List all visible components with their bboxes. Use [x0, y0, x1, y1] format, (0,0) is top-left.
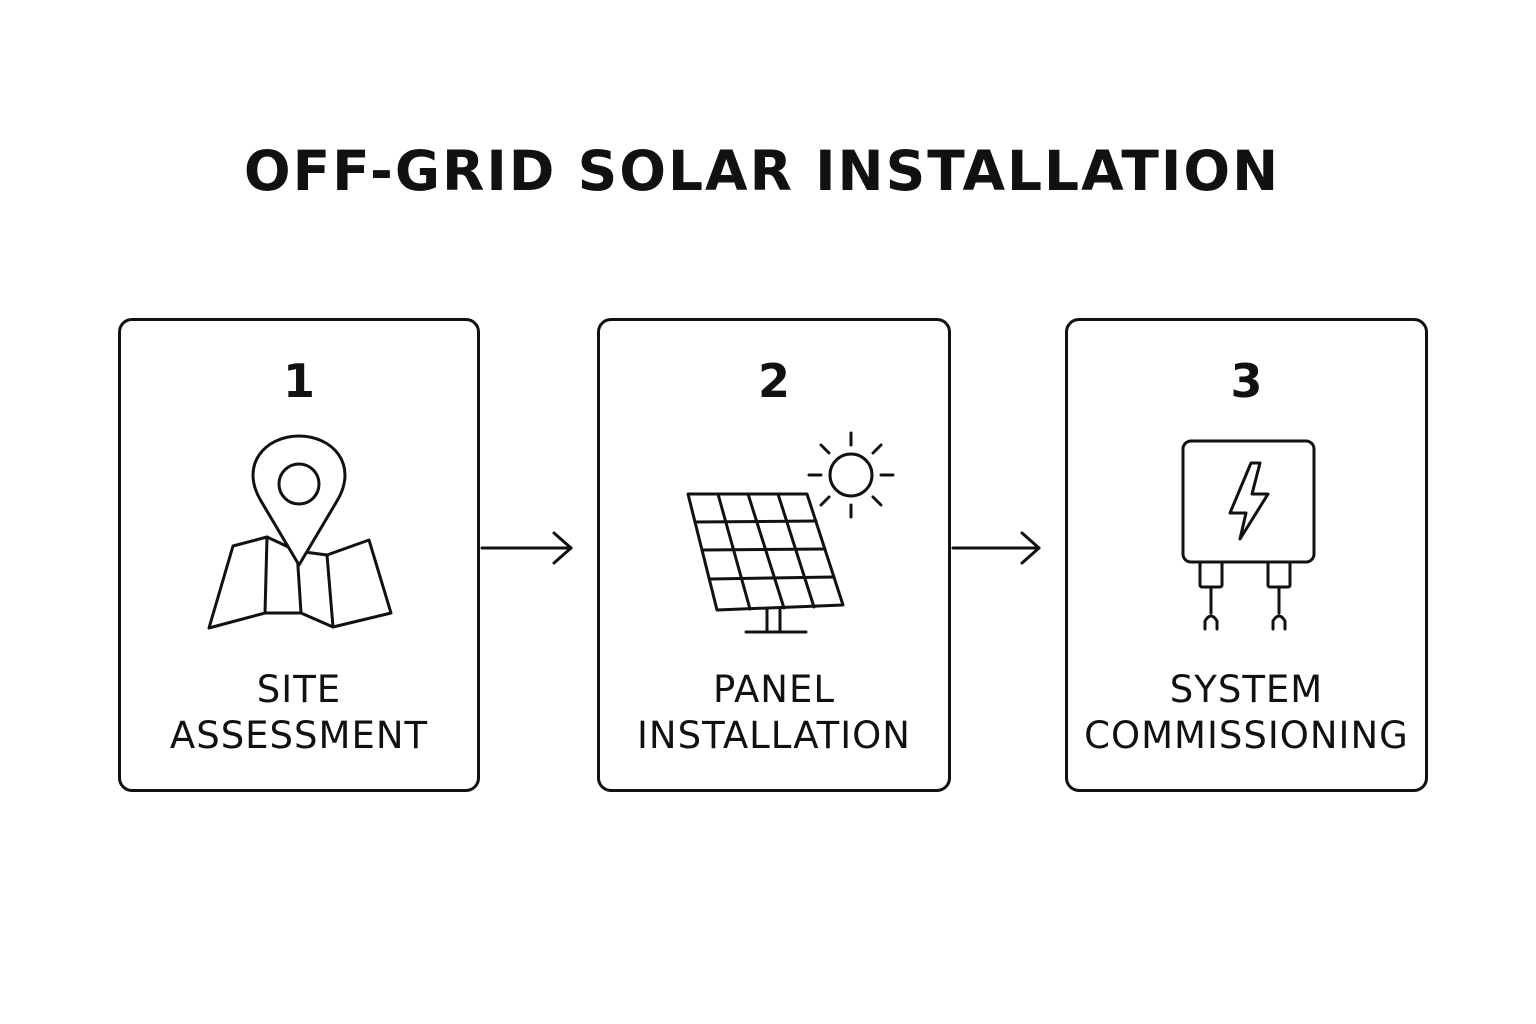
- step-label-line-2: ASSESSMENT: [169, 714, 429, 757]
- electrical-box-icon: [1181, 439, 1316, 631]
- step-number: 2: [757, 354, 790, 408]
- step-label-line-1: SITE: [256, 668, 342, 711]
- map-pin-icon: [207, 434, 393, 630]
- arrow-right-icon: [951, 531, 1041, 565]
- solar-panel-sun-icon: [686, 431, 895, 634]
- step-card-system-commissioning: 3 SYSTEM COMMISSIONING: [1065, 318, 1428, 792]
- step-number: 1: [282, 354, 315, 408]
- step-label-line-1: PANEL: [713, 668, 835, 711]
- step-label-line-1: SYSTEM: [1169, 668, 1324, 711]
- step-number: 3: [1230, 354, 1263, 408]
- step-card-panel-installation: 2 PANEL: [597, 318, 951, 792]
- step-label-line-2: INSTALLATION: [637, 714, 911, 757]
- step-card-site-assessment: 1 SITE ASSESSMENT: [118, 318, 480, 792]
- step-label-line-2: COMMISSIONING: [1084, 714, 1409, 757]
- step-label: SITE ASSESSMENT: [111, 667, 487, 759]
- step-label: SYSTEM COMMISSIONING: [1058, 667, 1435, 759]
- step-label: PANEL INSTALLATION: [590, 667, 958, 759]
- arrow-right-icon: [480, 531, 573, 565]
- diagram-title: OFF-GRID SOLAR INSTALLATION: [243, 139, 1281, 203]
